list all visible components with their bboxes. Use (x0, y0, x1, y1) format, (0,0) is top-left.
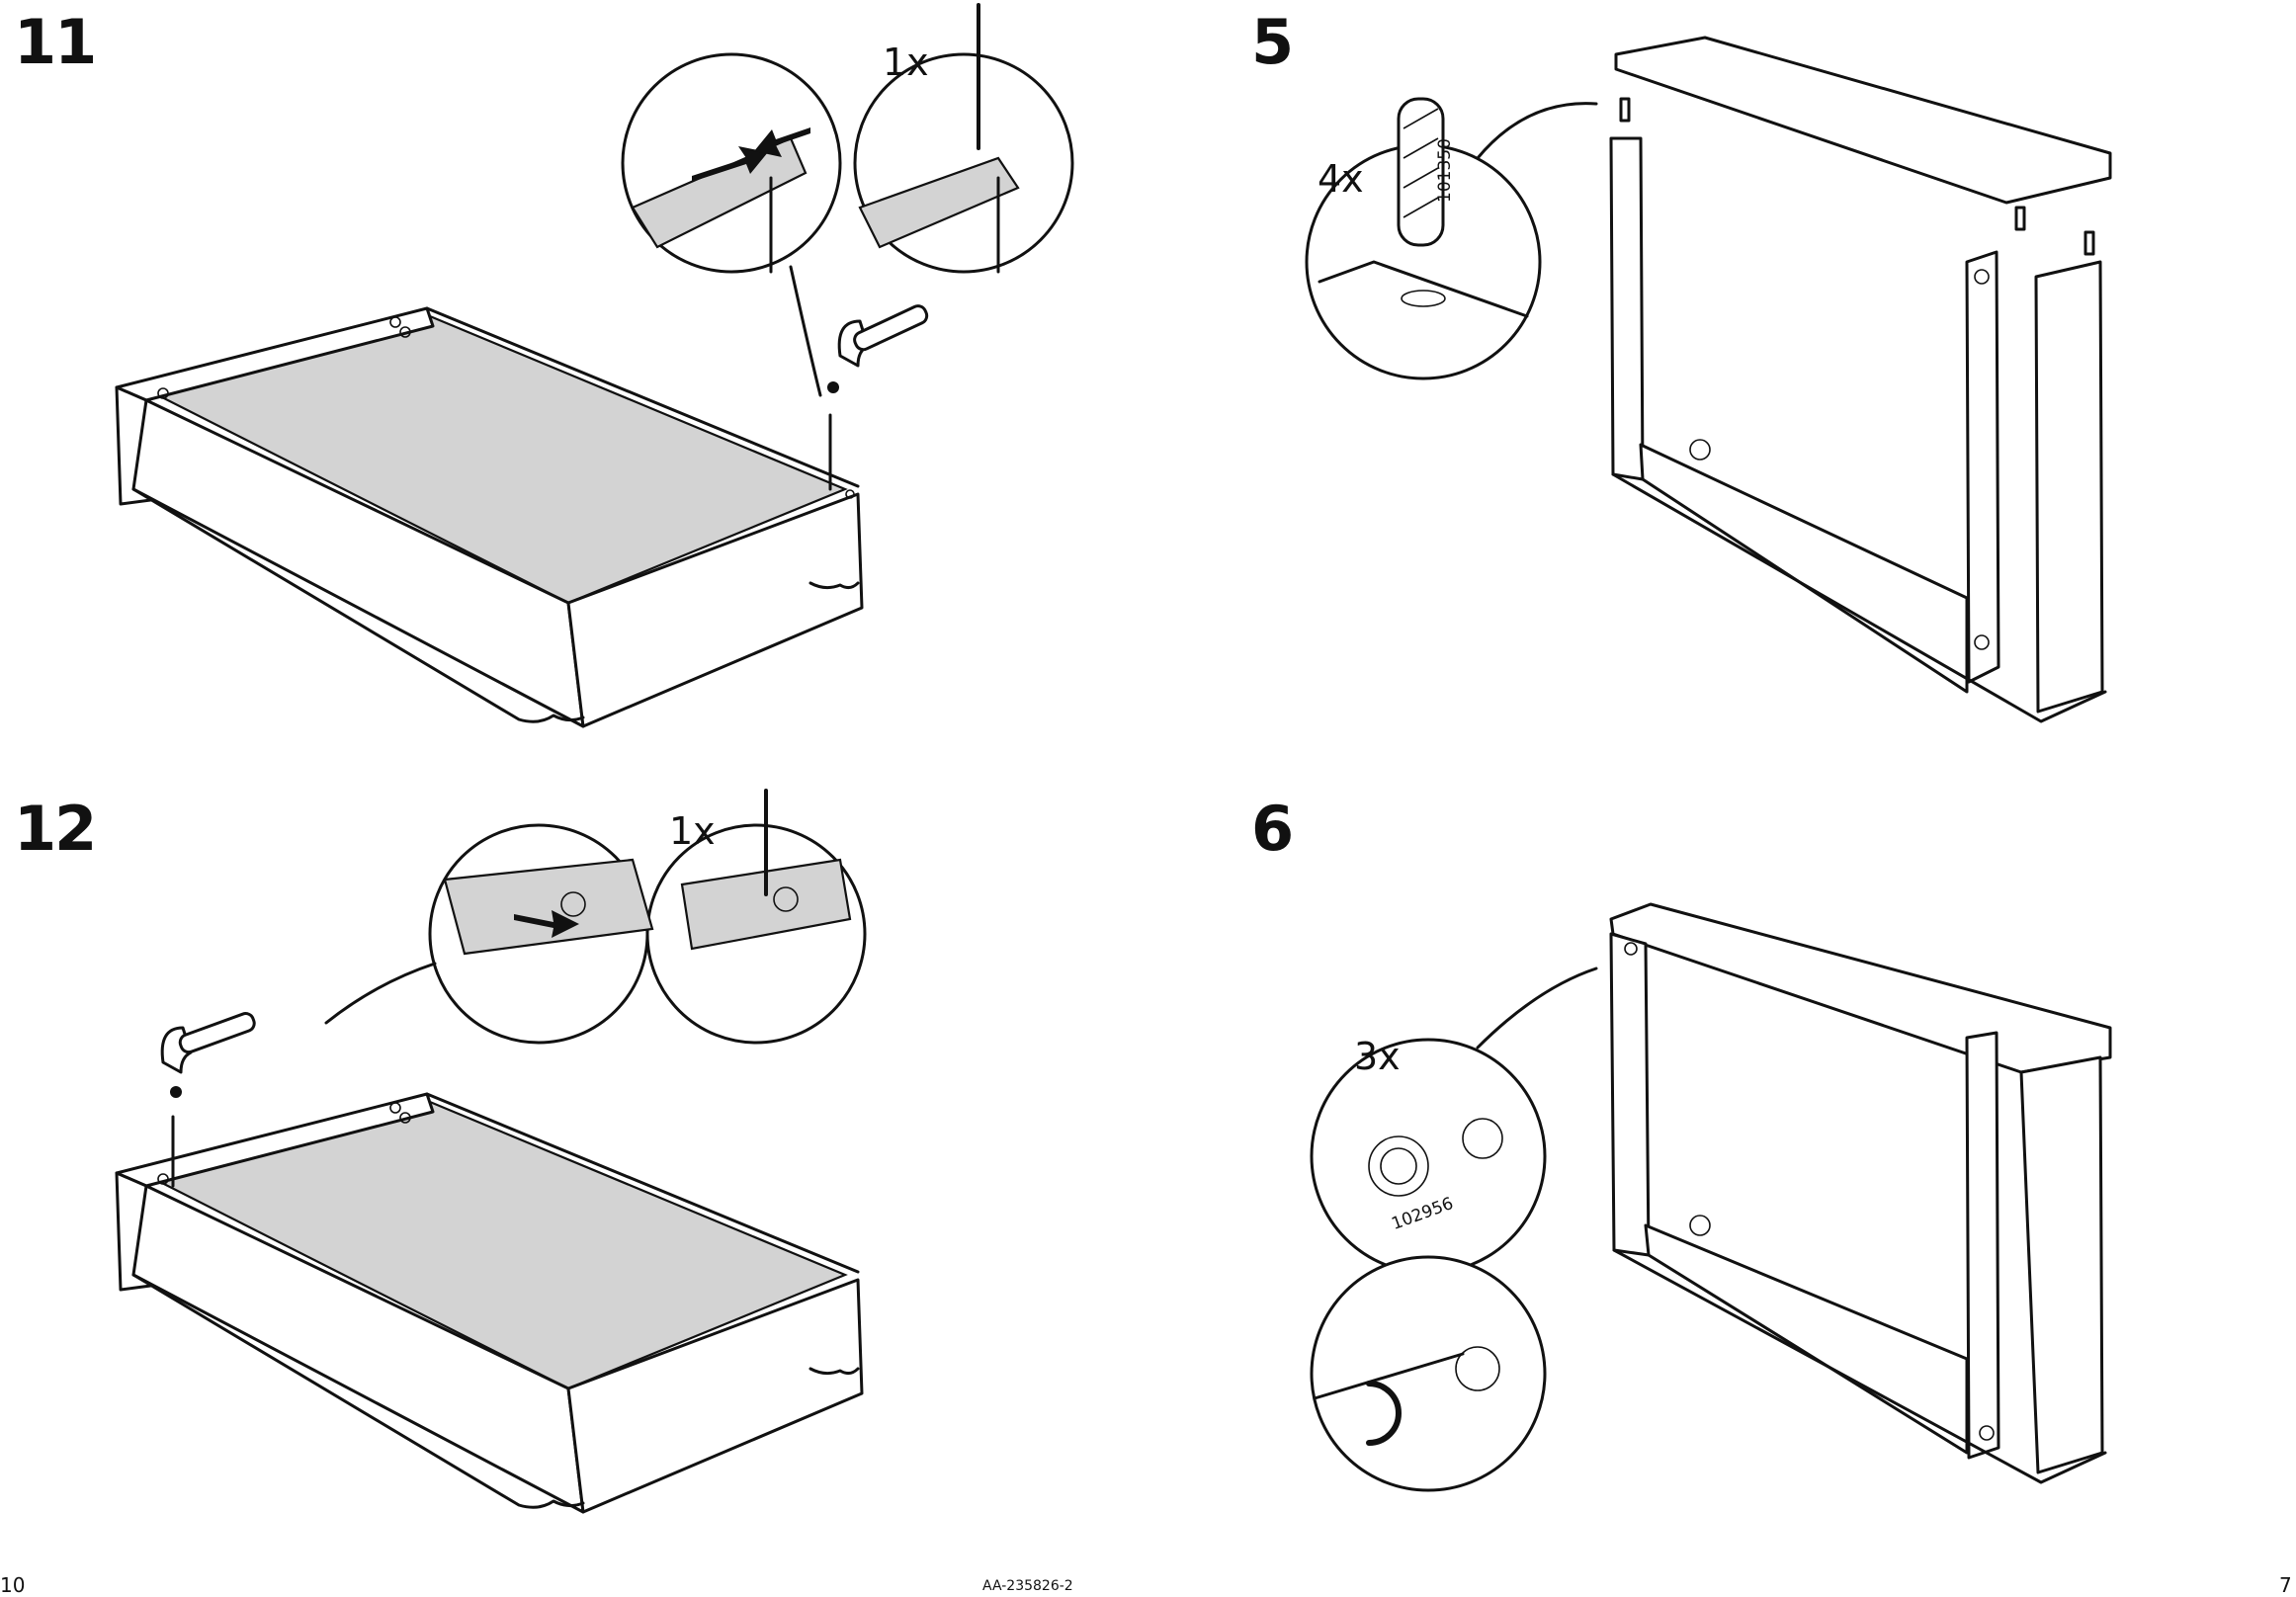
page-number-left: 10 (0, 1575, 25, 1595)
step-number-5: 5 (1251, 12, 1292, 73)
quantity-label-step-12: 1x (669, 812, 716, 850)
document-id: AA-235826-2 (982, 1579, 1073, 1593)
step-number-6: 6 (1251, 798, 1292, 860)
step-11-drawer-illustration (117, 308, 862, 726)
step-6-frame-illustration (1611, 904, 2110, 1482)
step-12-detail-magnifier (326, 791, 865, 1043)
part-number-step-5: 101350 (1437, 138, 1454, 203)
step-number-11: 11 (14, 12, 95, 73)
quantity-label-step-6: 3x (1354, 1038, 1401, 1075)
quantity-label-step-11: 1x (883, 43, 929, 81)
step-number-12: 12 (14, 798, 95, 860)
step-11-hammer-icon (827, 303, 929, 393)
step-12-hammer-icon (162, 1011, 256, 1098)
quantity-label-step-5: 4x (1318, 160, 1364, 198)
step-5-frame-illustration (1611, 38, 2110, 721)
step-12-drawer-illustration (117, 1094, 862, 1512)
page-number-right: 7 (2279, 1575, 2292, 1595)
